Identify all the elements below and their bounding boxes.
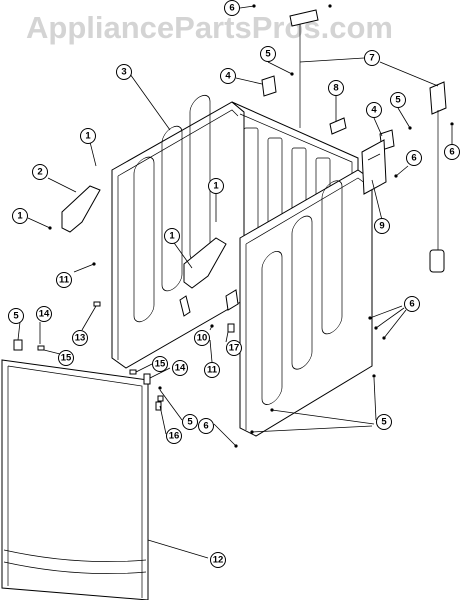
callout-5: 5 [260, 46, 276, 62]
svg-text:6: 6 [229, 3, 234, 14]
callout-9: 9 [374, 218, 390, 234]
callout-11: 11 [204, 362, 220, 378]
svg-text:1: 1 [85, 131, 91, 142]
svg-text:15: 15 [155, 359, 166, 370]
svg-text:5: 5 [265, 49, 271, 60]
callout-4: 4 [366, 102, 382, 118]
svg-text:2: 2 [37, 167, 42, 178]
left-side-panel [111, 94, 245, 369]
svg-text:9: 9 [379, 221, 384, 232]
callout-5: 5 [8, 308, 24, 324]
svg-text:6: 6 [411, 153, 416, 164]
svg-text:10: 10 [197, 333, 208, 344]
svg-text:5: 5 [13, 311, 19, 322]
callout-1: 1 [208, 178, 224, 194]
svg-text:14: 14 [175, 363, 186, 374]
callout-6: 6 [224, 0, 240, 16]
callout-4: 4 [220, 68, 236, 84]
svg-text:5: 5 [381, 417, 387, 428]
callout-1: 1 [164, 228, 180, 244]
leader-lines [17, 5, 453, 559]
callout-6: 6 [406, 150, 422, 166]
callout-6: 6 [444, 144, 460, 160]
svg-text:6: 6 [203, 421, 208, 432]
callout-5: 5 [182, 414, 198, 430]
callout-7: 7 [364, 50, 380, 66]
callout-6: 6 [404, 296, 420, 312]
svg-text:1: 1 [17, 211, 23, 222]
svg-text:15: 15 [61, 353, 72, 364]
svg-text:17: 17 [229, 343, 240, 354]
svg-text:5: 5 [187, 417, 193, 428]
corner-brackets [61, 185, 239, 317]
svg-text:3: 3 [121, 67, 126, 78]
svg-text:1: 1 [169, 231, 175, 242]
callout-17: 17 [226, 340, 242, 356]
svg-text:7: 7 [369, 53, 374, 64]
callout-15: 15 [152, 356, 168, 372]
callout-labels: 6 5 3 4 7 8 4 5 6 6 1 2 1 1 1 9 11 6 5 1… [8, 0, 460, 568]
callout-6: 6 [198, 418, 214, 434]
svg-text:4: 4 [225, 71, 231, 82]
svg-text:8: 8 [333, 83, 338, 94]
svg-text:16: 16 [169, 431, 180, 442]
callout-5: 5 [390, 92, 406, 108]
callout-3: 3 [116, 64, 132, 80]
callout-2: 2 [32, 164, 48, 180]
callout-1: 1 [12, 208, 28, 224]
callout-16: 16 [166, 428, 182, 444]
svg-text:11: 11 [59, 275, 70, 286]
callout-1: 1 [80, 128, 96, 144]
callout-8: 8 [328, 80, 344, 96]
callout-14: 14 [36, 306, 52, 322]
callout-14: 14 [172, 360, 188, 376]
svg-text:5: 5 [395, 95, 401, 106]
svg-text:4: 4 [371, 105, 377, 116]
front-panel [1, 359, 149, 600]
svg-text:6: 6 [449, 147, 454, 158]
wire-harness [289, 9, 447, 273]
callout-5: 5 [376, 414, 392, 430]
callout-13: 13 [72, 330, 88, 346]
svg-text:13: 13 [75, 333, 86, 344]
svg-text:14: 14 [39, 309, 50, 320]
callout-12: 12 [210, 552, 226, 568]
watermark-text: AppliancePartsPros.com [26, 10, 393, 45]
svg-text:1: 1 [213, 181, 219, 192]
callout-11: 11 [56, 272, 72, 288]
callout-10: 10 [194, 330, 210, 346]
right-mounting-bracket [361, 139, 387, 195]
callout-15: 15 [58, 350, 74, 366]
svg-text:11: 11 [207, 365, 218, 376]
svg-text:12: 12 [213, 555, 224, 566]
svg-text:6: 6 [409, 299, 414, 310]
